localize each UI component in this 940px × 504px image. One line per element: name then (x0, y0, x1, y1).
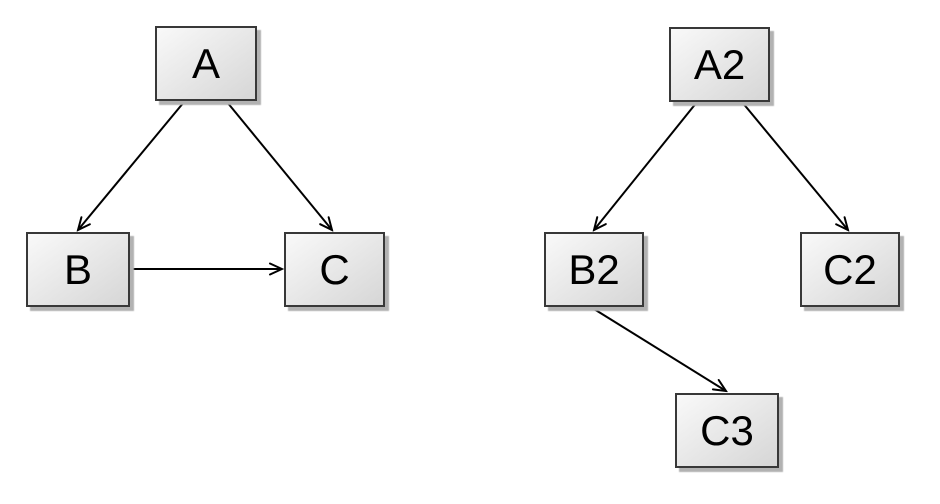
edges-group (78, 101, 848, 391)
node-label-C2: C2 (823, 245, 877, 293)
node-C2[interactable]: C2 (800, 232, 900, 307)
node-B[interactable]: B (26, 232, 130, 307)
edge-B2-C3[interactable] (593, 308, 726, 391)
node-label-A: A (191, 39, 220, 87)
node-label-C: C (319, 245, 350, 293)
edge-A-C[interactable] (226, 101, 332, 230)
edge-A2-B2[interactable] (594, 101, 698, 230)
node-C3[interactable]: C3 (675, 393, 779, 468)
node-A2[interactable]: A2 (669, 27, 770, 102)
node-B2[interactable]: B2 (544, 232, 644, 307)
node-label-B: B (63, 245, 92, 293)
node-label-C3: C3 (700, 406, 754, 454)
edge-A2-C2[interactable] (741, 101, 848, 230)
node-label-A2: A2 (693, 40, 746, 88)
node-label-B2: B2 (568, 245, 620, 293)
edge-A-B[interactable] (78, 101, 185, 230)
node-A[interactable]: A (155, 26, 257, 101)
node-C[interactable]: C (284, 232, 385, 307)
